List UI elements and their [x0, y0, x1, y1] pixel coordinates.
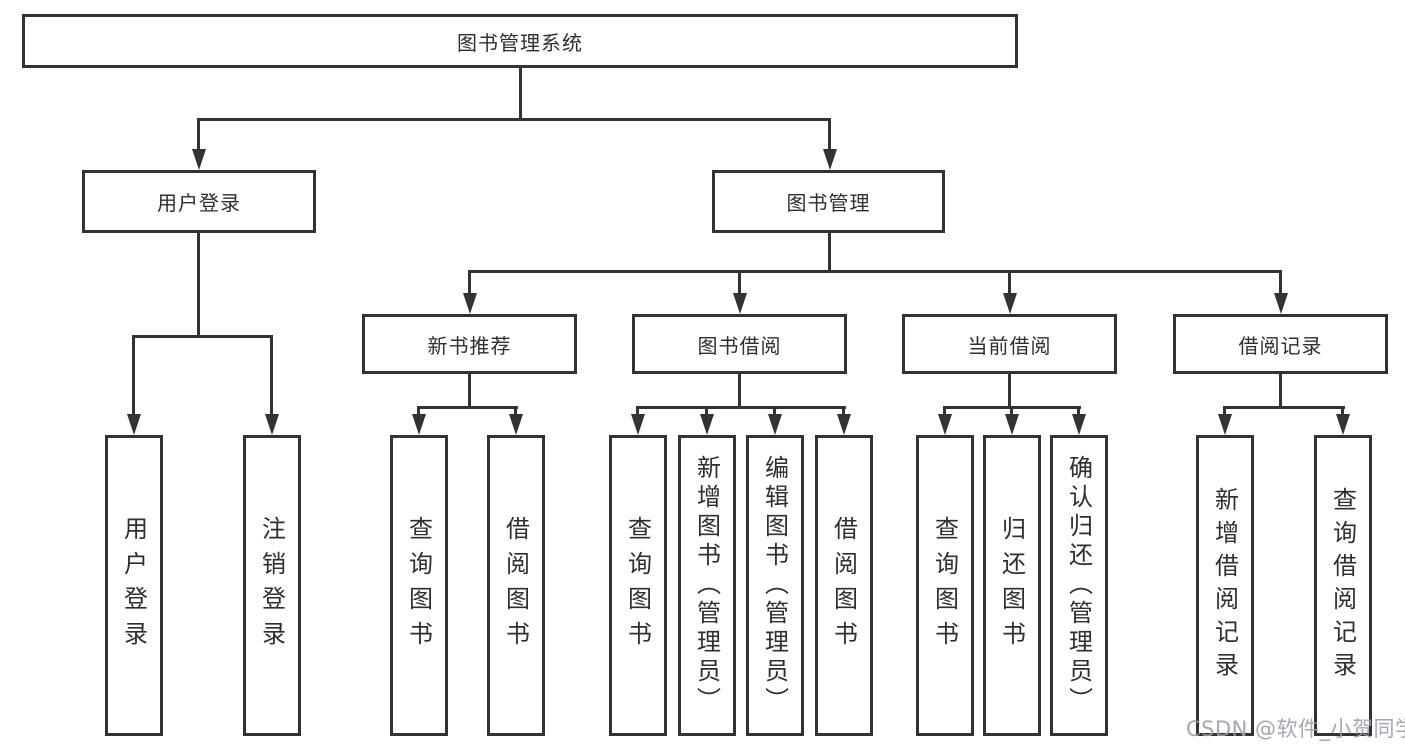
leaf-nb-borrow-books-label: 借阅图书 [501, 515, 530, 656]
connector-drop-leaf-login [132, 335, 135, 417]
connector-drop-bb-edit [773, 406, 776, 418]
node-borrow-records: 借阅记录 [1173, 314, 1388, 374]
node-book-mgmt-branch-label: 图书管理 [786, 191, 871, 215]
leaf-bb-borrow-books: 借阅图书 [815, 435, 873, 736]
connector-drop-br-query [1341, 406, 1344, 418]
connector-drop-br-add [1223, 406, 1226, 418]
arrowhead-br-add [1218, 414, 1232, 435]
arrowhead-user-login [192, 149, 206, 170]
leaf-bb-add-books-admin: 新增图书（管理员） [678, 435, 736, 736]
arrowhead-leaf-logout [265, 414, 279, 435]
connector-drop-nb-query [417, 406, 420, 418]
leaf-logout: 注销登录 [243, 435, 301, 736]
arrowhead-book-borrow [733, 293, 747, 314]
node-book-borrow: 图书借阅 [632, 314, 847, 374]
arrowhead-br-query [1336, 414, 1350, 435]
connector-drop-current-borrow [1008, 270, 1011, 296]
node-book-mgmt-branch: 图书管理 [712, 170, 945, 233]
leaf-bb-query-books-label: 查询图书 [623, 515, 652, 656]
arrowhead-current-borrow [1003, 293, 1017, 314]
connector-drop-nb-borrow [514, 406, 517, 418]
node-current-borrow-label: 当前借阅 [967, 333, 1052, 358]
connector-drop-leaf-logout [270, 335, 273, 417]
node-user-login-branch-label: 用户登录 [157, 191, 241, 215]
csdn-watermark: CSDN @软件_小贺同学 [1186, 717, 1405, 741]
node-new-books: 新书推荐 [362, 314, 577, 374]
connector-currentborrow-stem [1008, 373, 1011, 408]
node-new-books-label: 新书推荐 [427, 333, 512, 358]
node-user-login-branch: 用户登录 [82, 170, 316, 233]
leaf-br-query-record-label: 查询借阅记录 [1328, 486, 1357, 685]
node-root-system: 图书管理系统 [22, 14, 1018, 68]
connector-newbooks-stem [468, 373, 471, 408]
leaf-user-login-label: 用户登录 [119, 515, 148, 656]
connector-borrowrecords-stem [1279, 373, 1282, 408]
connector-drop-book-borrow [738, 270, 741, 296]
connector-drop-cb-confirm [1077, 406, 1080, 418]
connector-drop-cb-return [1010, 406, 1013, 418]
node-borrow-records-label: 借阅记录 [1238, 333, 1323, 358]
leaf-bb-edit-books-admin: 编辑图书（管理员） [746, 435, 804, 736]
connector-drop-bb-query [636, 406, 639, 418]
connector-drop-new-books [468, 270, 471, 296]
arrowhead-nb-borrow [509, 414, 523, 435]
node-root-label: 图书管理系统 [457, 30, 583, 55]
connector-drop-user-login [197, 118, 200, 154]
arrowhead-nb-query [412, 414, 426, 435]
connector-userlogin-stem [197, 232, 200, 335]
connector-root-stem [519, 68, 522, 118]
leaf-nb-query-books-label: 查询图书 [404, 515, 433, 656]
arrowhead-cb-query [938, 414, 952, 435]
arrowhead-bb-add [700, 414, 714, 435]
leaf-user-login: 用户登录 [105, 435, 163, 736]
leaf-bb-add-books-admin-label: 新增图书（管理员） [692, 455, 721, 716]
leaf-cb-confirm-return-admin-label: 确认归还（管理员） [1064, 455, 1093, 716]
connector-drop-book-mgmt [828, 118, 831, 154]
arrowhead-bb-edit [768, 414, 782, 435]
connector-bookborrow-stem [738, 373, 741, 408]
leaf-nb-query-books: 查询图书 [390, 435, 448, 736]
leaf-br-add-record: 新增借阅记录 [1196, 435, 1254, 736]
connector-drop-bb-add [705, 406, 708, 418]
leaf-br-add-record-label: 新增借阅记录 [1210, 486, 1239, 685]
connector-userlogin-rail [132, 335, 273, 338]
arrowhead-cb-return [1005, 414, 1019, 435]
leaf-bb-query-books: 查询图书 [609, 435, 667, 736]
leaf-cb-return-books: 归还图书 [983, 435, 1041, 736]
leaf-logout-label: 注销登录 [257, 515, 286, 656]
connector-newbooks-rail [417, 406, 518, 409]
leaf-cb-confirm-return-admin: 确认归还（管理员） [1050, 435, 1108, 736]
leaf-cb-query-books-label: 查询图书 [930, 515, 959, 656]
connector-bookborrow-rail [636, 406, 846, 409]
leaf-nb-borrow-books: 借阅图书 [487, 435, 545, 736]
leaf-cb-return-books-label: 归还图书 [997, 515, 1026, 656]
leaf-bb-borrow-books-label: 借阅图书 [829, 515, 858, 656]
arrowhead-bb-query [631, 414, 645, 435]
node-book-borrow-label: 图书借阅 [697, 333, 782, 358]
node-current-borrow: 当前借阅 [902, 314, 1117, 374]
leaf-bb-edit-books-admin-label: 编辑图书（管理员） [760, 455, 789, 716]
arrowhead-book-mgmt [823, 149, 837, 170]
arrowhead-new-books [463, 293, 477, 314]
connector-drop-cb-query [943, 406, 946, 418]
connector-level3-rail [468, 270, 1282, 273]
connector-borrowrecords-rail [1223, 406, 1345, 409]
connector-level2-rail [197, 118, 831, 121]
arrowhead-leaf-login [127, 414, 141, 435]
leaf-br-query-record: 查询借阅记录 [1314, 435, 1372, 736]
connector-drop-bb-borrow [842, 406, 845, 418]
arrowhead-borrow-records [1274, 293, 1288, 314]
arrowhead-bb-borrow [837, 414, 851, 435]
arrowhead-cb-confirm [1072, 414, 1086, 435]
connector-drop-borrow-records [1279, 270, 1282, 296]
leaf-cb-query-books: 查询图书 [916, 435, 974, 736]
connector-bookmgmt-stem [828, 232, 831, 272]
